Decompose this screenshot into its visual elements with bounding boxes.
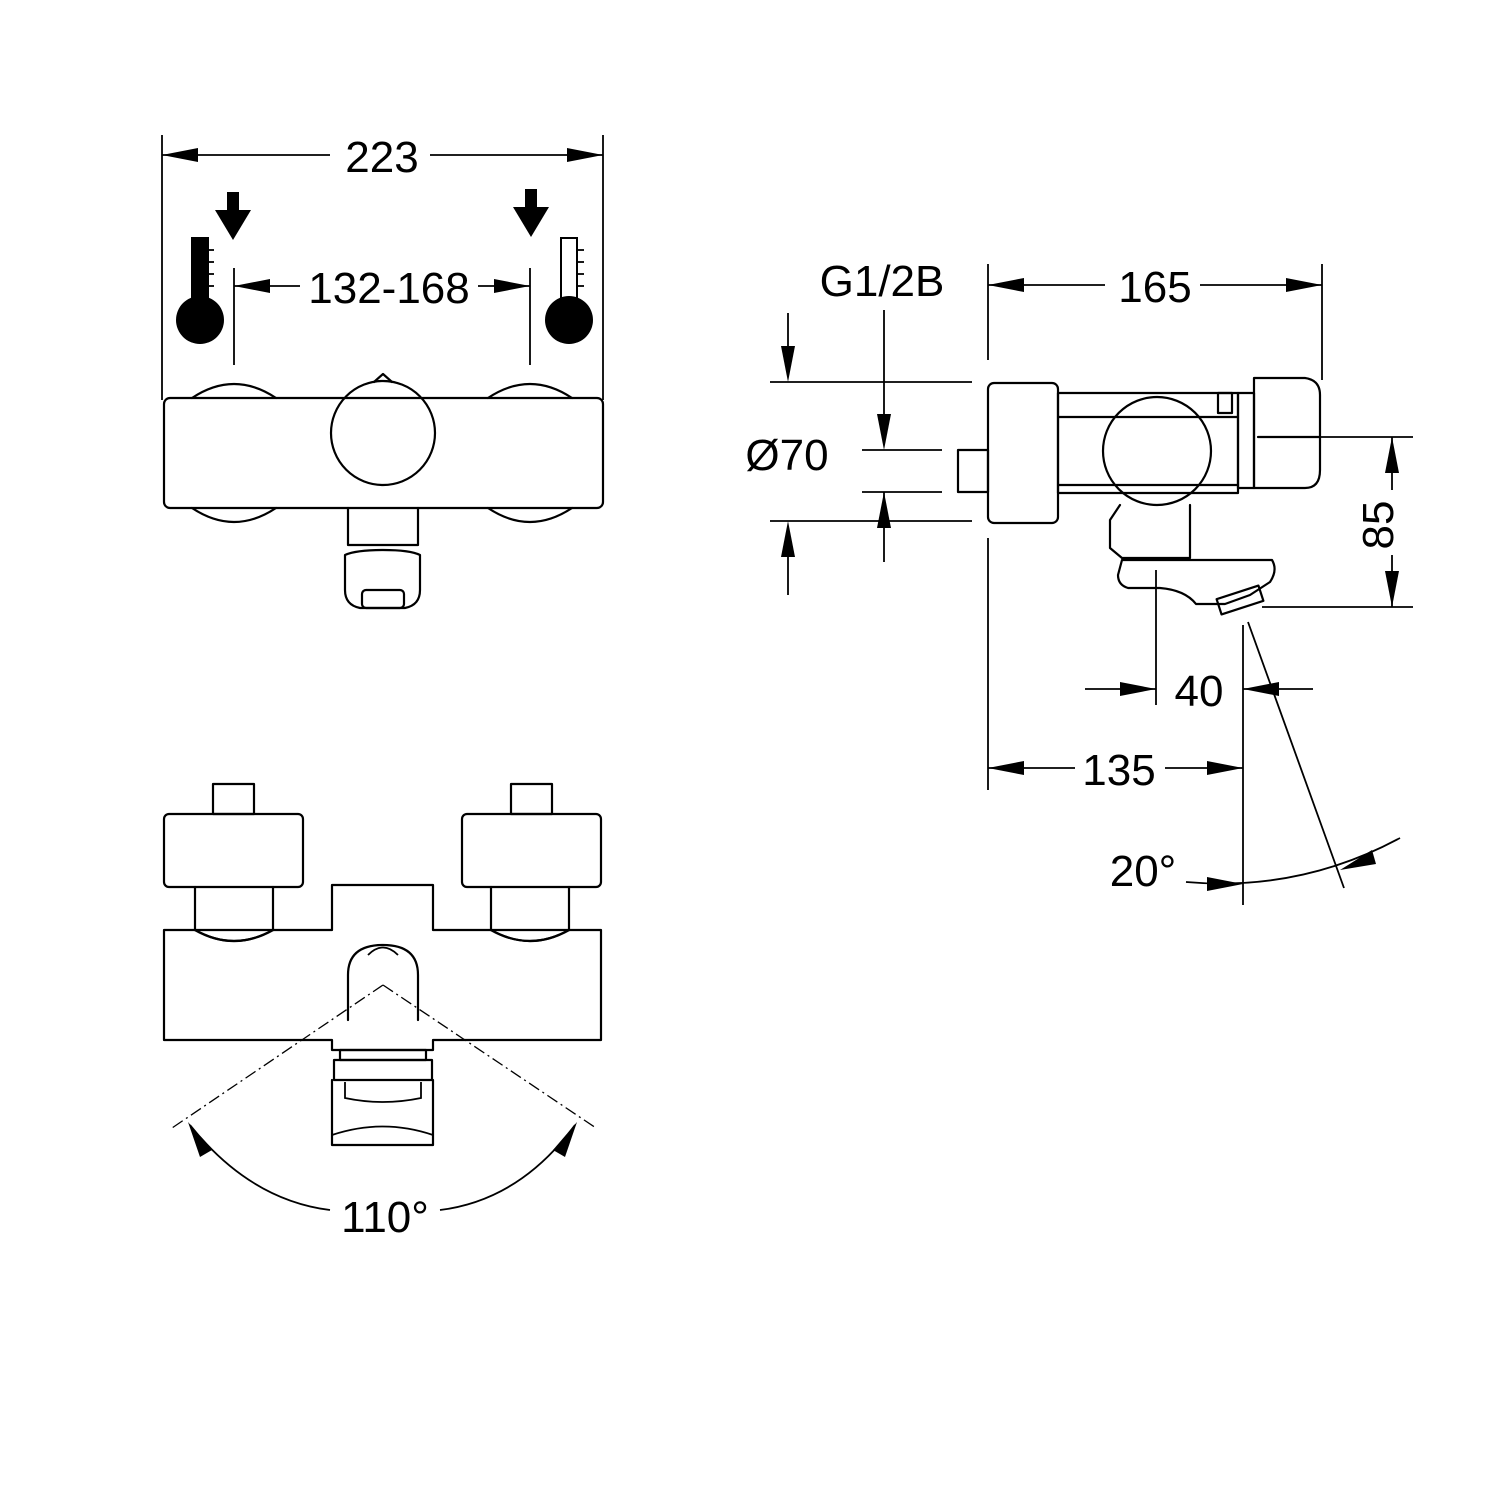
top-view: 110° xyxy=(162,782,603,1242)
side-view: 165 G1/2B Ø70 xyxy=(745,257,1413,905)
dim-spout-projection: 135 xyxy=(1082,746,1155,795)
dim-spout-angle: 20° xyxy=(1110,847,1177,896)
dim-depth: 165 xyxy=(1118,263,1191,312)
front-view: 223 xyxy=(161,133,605,610)
dim-thread: G1/2B xyxy=(820,257,945,306)
dim-overall-width: 223 xyxy=(345,133,418,182)
arrow-down-icon xyxy=(215,192,251,240)
thermometer-hot-icon xyxy=(545,237,593,344)
dim-diameter: Ø70 xyxy=(745,431,828,480)
arrow-down-icon xyxy=(513,189,549,237)
dim-inlet-spacing: 132-168 xyxy=(308,264,469,313)
dim-spout-offset: 40 xyxy=(1175,667,1224,716)
dim-height: 85 xyxy=(1354,501,1403,550)
thermometer-cold-icon xyxy=(176,237,224,344)
dim-swivel-angle: 110° xyxy=(341,1193,429,1242)
